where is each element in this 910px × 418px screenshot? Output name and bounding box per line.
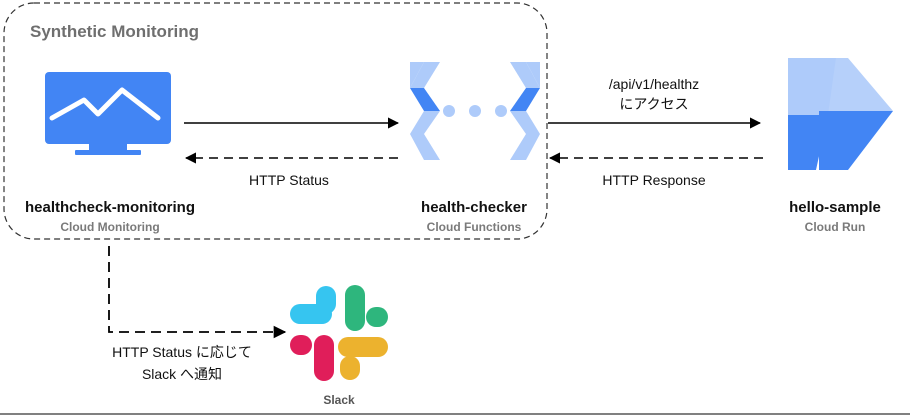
monitoring-subtitle: Cloud Monitoring: [60, 220, 160, 234]
edge-monitor-to-slack: [108, 246, 287, 339]
checker-title: health-checker: [421, 199, 527, 216]
edge-label-http-status: HTTP Status: [249, 172, 329, 188]
monitor-chart-icon: [45, 72, 171, 155]
cloud-functions-icon: [410, 62, 540, 160]
run-subtitle: Cloud Run: [804, 220, 866, 234]
edge-label-healthz-line2: にアクセス: [619, 96, 689, 112]
checker-subtitle: Cloud Functions: [426, 220, 522, 234]
edge-label-healthz-line1: /api/v1/healthz: [608, 76, 700, 92]
cloud-run-icon: [788, 58, 893, 170]
monitoring-title: healthcheck-monitoring: [24, 199, 196, 216]
edge-label-slack-notify: HTTP Status に応じて Slack へ通知: [112, 342, 252, 384]
edge-label-slack-notify-line1: HTTP Status に応じて: [112, 344, 252, 360]
slack-title: Slack: [323, 393, 355, 407]
edge-label-healthz: /api/v1/healthz にアクセス: [609, 76, 699, 114]
synthetic-monitoring-group: [3, 2, 548, 240]
group-title: Synthetic Monitoring: [30, 22, 200, 41]
edge-label-slack-notify-line2: Slack へ通知: [141, 366, 223, 382]
slack-icon: [290, 285, 388, 381]
edge-label-http-response: HTTP Response: [602, 172, 706, 188]
run-title: hello-sample: [789, 199, 881, 216]
